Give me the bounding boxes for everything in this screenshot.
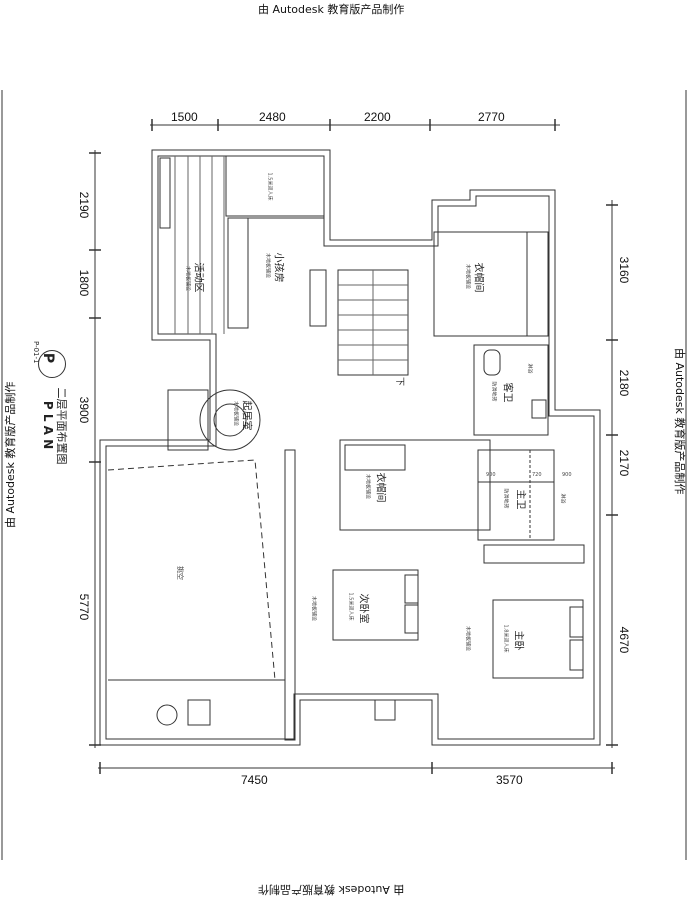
room-activity: 活动区: [192, 262, 204, 293]
sheet-number: P-01-1: [32, 341, 40, 364]
stair-down-label: 下: [394, 376, 405, 387]
master-shower-label: 淋浴: [559, 493, 566, 504]
dim-right-1: 3160: [617, 256, 631, 284]
dim-right-4: 4670: [617, 626, 631, 654]
room-wardrobe-1-note: 木地板铺设: [464, 263, 471, 289]
room-master-bedroom-note: 1.8米双人床: [502, 624, 509, 653]
room-kids: 小孩房: [272, 252, 284, 283]
dim-bath-3: 900: [562, 472, 572, 478]
kids-bed-label: 1.5米双人床: [266, 172, 273, 201]
room-master-bedroom: 主卧: [512, 630, 524, 651]
dim-left-2: 1800: [77, 269, 91, 297]
room-guest-bath: 客卫: [501, 382, 513, 403]
room-master-bath: 主卫: [514, 489, 526, 510]
room-living: 起居室: [240, 400, 252, 431]
master-floor-note: 木地板铺设: [464, 625, 471, 651]
watermark-top: 由 Autodesk 教育版产品制作: [258, 3, 405, 16]
dim-top-2: 2480: [259, 110, 286, 124]
dim-bottom-2: 3570: [496, 773, 523, 787]
dim-left-3: 3900: [77, 396, 91, 424]
room-void: 挑空: [176, 566, 184, 580]
dim-right-3: 2170: [617, 449, 631, 477]
room-wardrobe-2: 衣帽间: [374, 472, 386, 503]
room-wardrobe-2-note: 木地板铺设: [364, 473, 371, 499]
room-master-bath-note: 防滑地砖: [502, 488, 509, 509]
second-floor-note: 木地板铺设: [310, 595, 317, 621]
drawing-title-cn: 二层平面布置图: [55, 387, 68, 465]
room-second-bedroom: 次卧室: [357, 593, 369, 624]
guest-shower-label: 淋浴: [526, 363, 533, 374]
dim-left-4: 5770: [77, 593, 91, 621]
room-second-bedroom-note: 1.5米双人床: [347, 592, 354, 621]
dim-top-1: 1500: [171, 110, 198, 124]
dim-bottom-1: 7450: [241, 773, 268, 787]
room-living-note: 木地板铺设: [232, 400, 239, 426]
dim-top-4: 2770: [478, 110, 505, 124]
dim-bath-1: 900: [486, 472, 496, 478]
dim-bath-2: 720: [532, 472, 542, 478]
sheet-symbol-circle: P: [38, 350, 66, 378]
room-kids-note: 木地板铺设: [264, 252, 271, 278]
drawing-title-en: P L A N: [41, 400, 55, 450]
room-wardrobe-1: 衣帽间: [472, 262, 484, 293]
dim-right-2: 2180: [617, 369, 631, 397]
sheet-symbol: P: [40, 352, 57, 364]
dim-left-1: 2190: [77, 191, 91, 219]
room-activity-note: 木地板铺设: [184, 265, 191, 291]
room-guest-bath-note: 防滑地砖: [490, 381, 497, 402]
dim-top-3: 2200: [364, 110, 391, 124]
